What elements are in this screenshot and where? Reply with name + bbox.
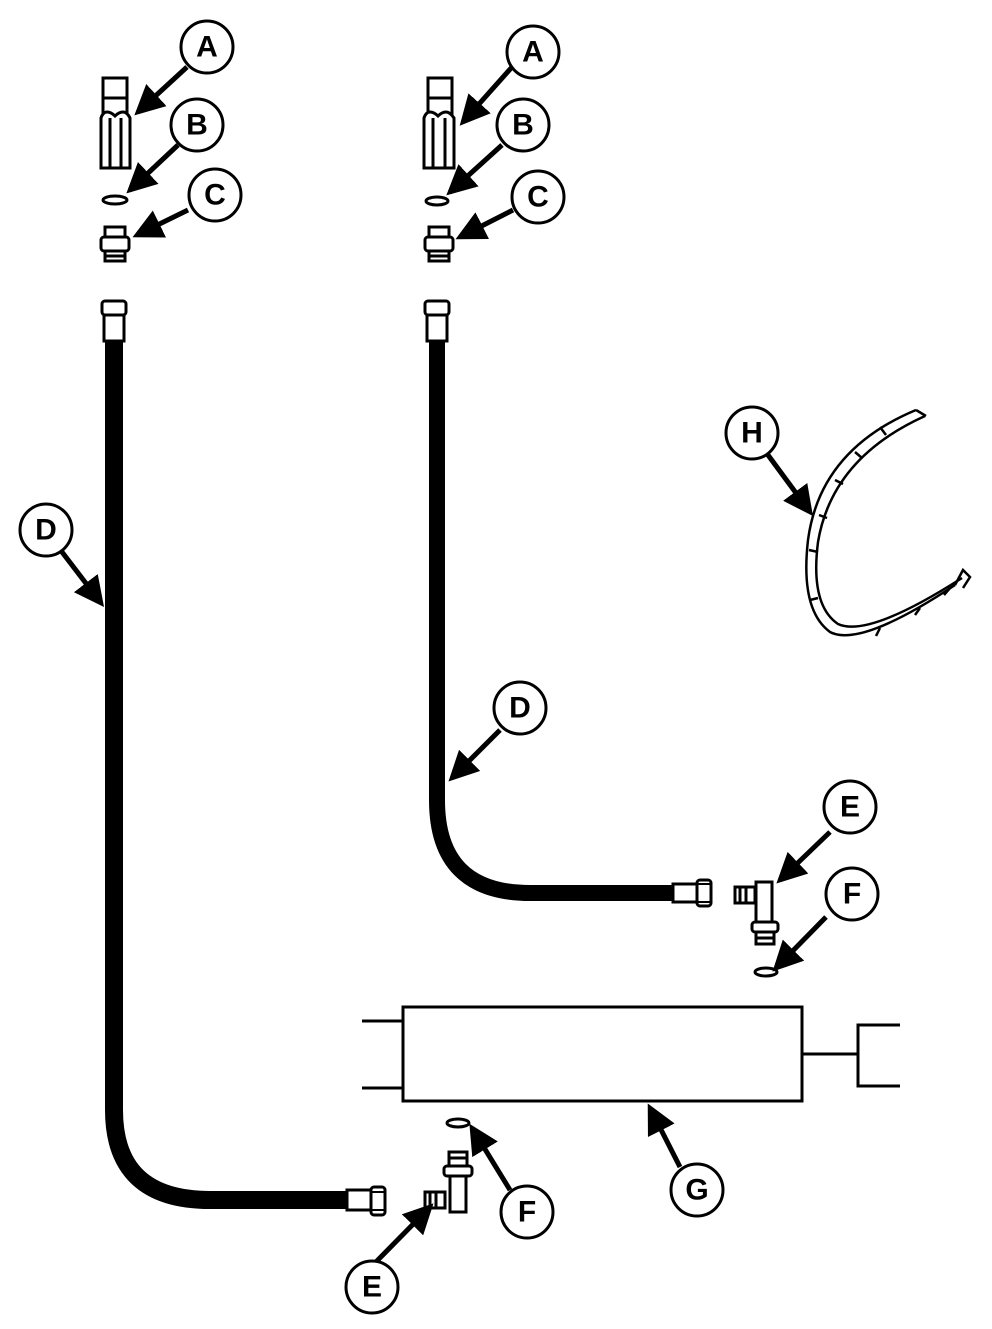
label-h: H [741,417,763,450]
label-right-d: D [509,692,531,725]
right-part-f-oring [753,966,779,978]
left-part-d-hose [100,299,387,1217]
callout-right-c [510,169,566,225]
callout-left-d [18,502,74,558]
callout-right-f [824,866,880,922]
label-right-c: C [527,181,549,214]
left-part-f-oring [445,1117,471,1129]
left-part-b-oring [101,194,129,206]
callout-left-b [169,97,225,153]
left-part-a-adapter [99,76,132,170]
right-part-c-adapter [423,225,455,263]
label-left-c: C [204,179,226,212]
callout-left-c [187,167,243,223]
label-right-e: E [840,791,860,824]
right-part-d-hose [423,299,713,908]
label-left-d: D [35,514,57,547]
right-part-a-adapter [422,76,456,170]
left-part-c-adapter [99,225,131,263]
part-h-clamp [805,408,972,637]
label-left-b: B [186,109,208,142]
callout-right-e [822,779,878,835]
callout-left-e [344,1259,400,1315]
label-g: G [685,1174,708,1207]
right-part-e-elbow [733,880,780,946]
label-right-b: B [512,109,534,142]
label-right-a: A [522,36,544,69]
label-left-a: A [196,31,218,64]
right-part-b-oring [424,195,450,207]
callout-g [669,1162,725,1218]
label-left-f: F [518,1196,536,1229]
callout-h [724,405,780,461]
callout-right-a [505,24,561,80]
callout-right-d [492,680,548,736]
part-g-cylinder [362,1005,900,1103]
label-right-f: F [843,878,861,911]
label-left-e: E [362,1271,382,1304]
leader-arrows [60,65,832,1268]
callout-left-a [179,19,235,75]
callout-right-b [495,97,551,153]
left-part-e-elbow [423,1150,474,1214]
callout-left-f [499,1184,555,1240]
